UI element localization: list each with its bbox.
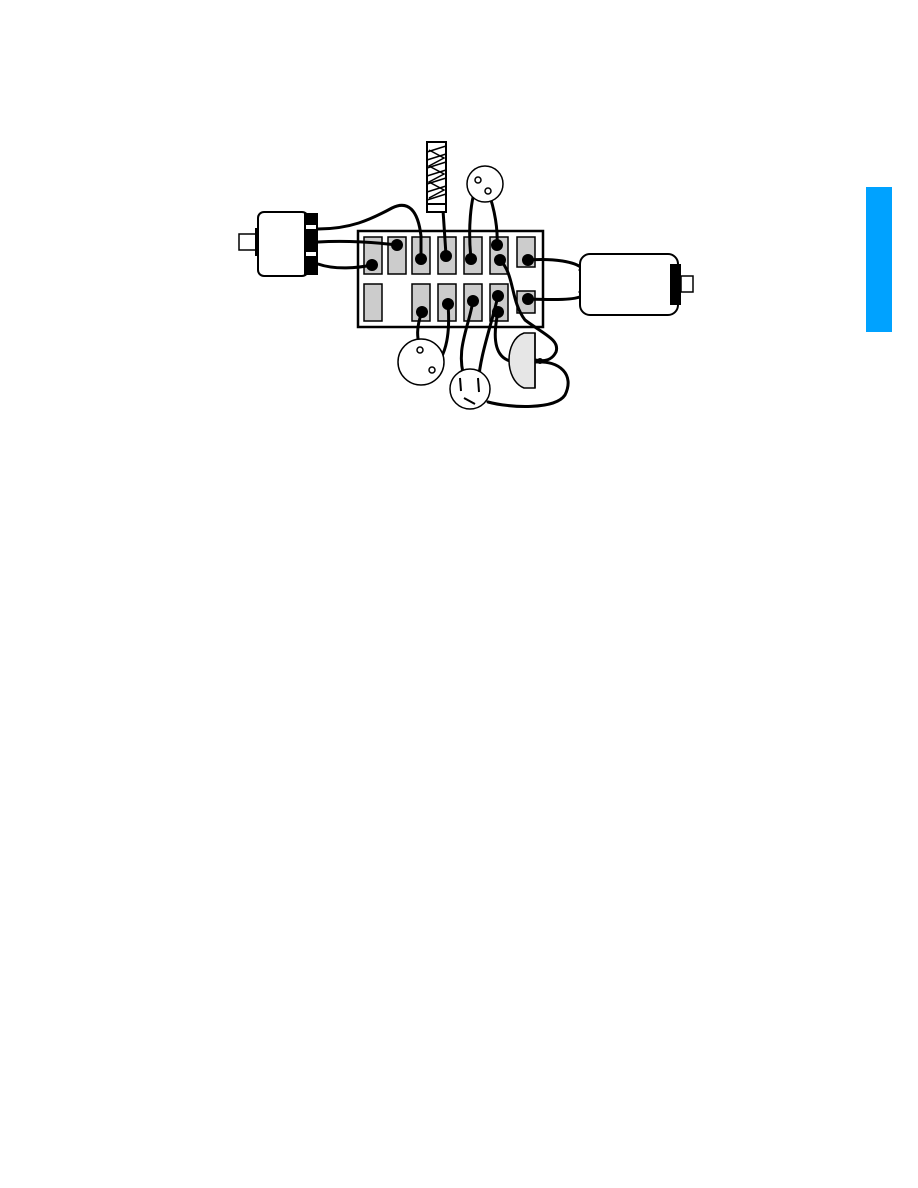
screw (522, 254, 534, 266)
lamp-bulb (508, 332, 536, 389)
section-edge-tab (866, 187, 892, 332)
left-motor-body (257, 211, 309, 277)
top-socket-icon (466, 165, 504, 203)
left-motor-shaft (238, 233, 258, 251)
screw (492, 306, 504, 318)
left-motor-band (306, 225, 316, 229)
left-motor-band (306, 252, 316, 256)
terminal-board (356, 229, 545, 329)
lamp-icon (508, 332, 543, 389)
coil-body (426, 141, 447, 213)
plug-icon (449, 368, 491, 410)
wire-left-motor-top (316, 203, 423, 261)
left-motor-icon (238, 211, 318, 277)
top-socket-pin-right (484, 187, 492, 195)
bottom-socket-pin-right (428, 366, 436, 374)
plug-prong-1 (459, 377, 462, 392)
lamp-contact (537, 358, 543, 364)
coil-zigzag (427, 149, 446, 199)
bottom-socket-icon (397, 338, 445, 386)
right-motor-icon (579, 253, 694, 316)
screw (467, 295, 479, 307)
screw (465, 253, 477, 265)
right-motor-flange (670, 264, 681, 305)
top-socket-pin-left (474, 176, 482, 184)
plug-prong-2 (477, 377, 480, 393)
coil-resistor-icon (426, 141, 447, 213)
screw (391, 239, 403, 251)
screw (491, 239, 503, 251)
terminal-screws (366, 239, 534, 318)
plug-body (449, 368, 491, 410)
wire-coil-down (441, 208, 448, 257)
left-motor-endcap (304, 213, 318, 275)
bottom-socket-body (397, 338, 445, 386)
coil-windings (426, 145, 447, 201)
wire-lamp-to-plug (486, 360, 570, 408)
right-motor-body (579, 253, 679, 316)
screw (494, 254, 506, 266)
top-socket-body (466, 165, 504, 203)
plug-ground (463, 397, 476, 405)
screw (442, 298, 454, 310)
screw (522, 293, 534, 305)
screw (415, 253, 427, 265)
wire-terminal-to-lamp-top (498, 258, 559, 363)
right-motor-shaft (680, 275, 694, 293)
terminal-bottom-1 (363, 283, 383, 322)
screw (416, 306, 428, 318)
screw (366, 259, 378, 271)
screw (492, 290, 504, 302)
bottom-socket-pin-left (416, 346, 424, 354)
screw (440, 250, 452, 262)
